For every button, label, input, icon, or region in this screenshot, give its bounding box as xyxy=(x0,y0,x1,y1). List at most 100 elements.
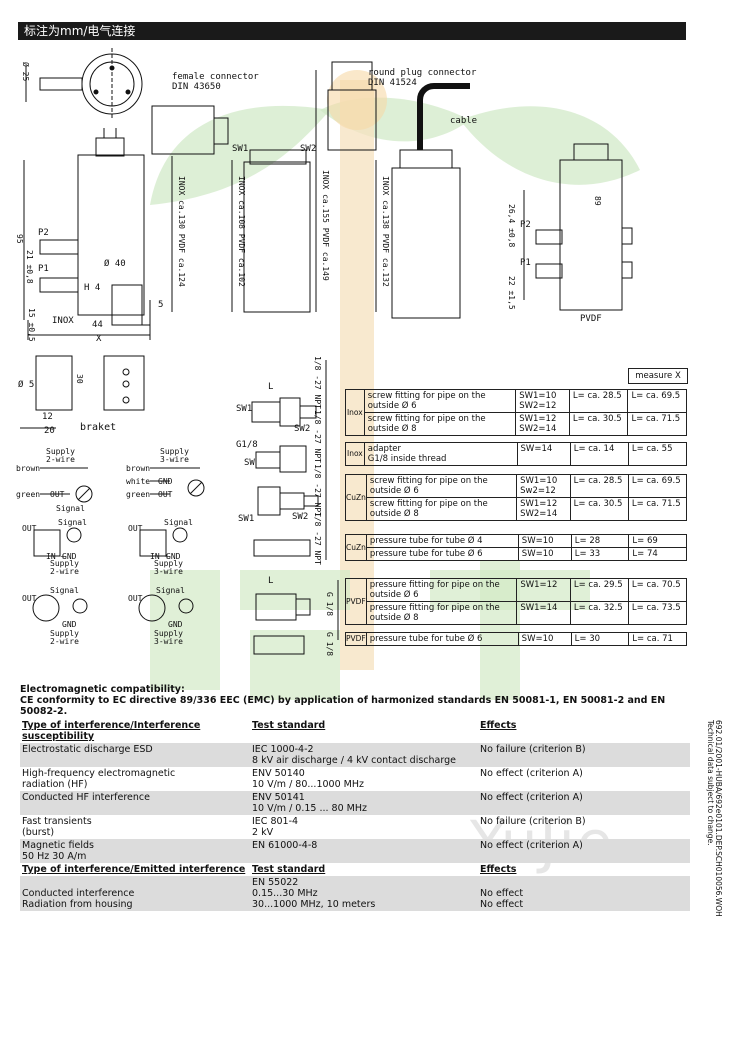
cable-label: cable xyxy=(450,116,478,126)
dim-264: 26,4 ±0,8 xyxy=(507,204,516,248)
pin-supply-3wire-b: Supply 3-wire xyxy=(154,629,183,646)
fitting-sw: SW1=12 SW2=14 xyxy=(516,497,571,521)
wire-signal: Signal xyxy=(56,504,85,513)
fitting-sw: SW1=14 xyxy=(516,601,571,625)
fitting-sw: SW1=12 SW2=14 xyxy=(515,412,570,436)
emc-effects: No failure (criterion B) xyxy=(480,816,586,827)
emc-effects: No effect (criterion A) xyxy=(478,839,690,863)
emc-type: Electrostatic discharge ESD xyxy=(20,743,250,767)
wire-out-3: OUT xyxy=(158,490,173,499)
din43650-label: DIN 43650 xyxy=(172,82,221,92)
fitting-sw: SW=14 xyxy=(516,442,571,466)
fitting-sw: SW=10 xyxy=(517,547,572,561)
wire-out: OUT xyxy=(50,490,65,499)
emc-type: Type of interference/Emitted interferenc… xyxy=(22,864,246,875)
fitting-l: L= ca. 30.5 xyxy=(569,497,629,521)
braket-label: braket xyxy=(80,422,117,433)
wire-green: green xyxy=(16,490,41,499)
fitting-material: PVDF xyxy=(345,578,367,625)
side-note: 692.01/2001-HUBA/692e0101.DEP.SCH010056.… xyxy=(706,720,728,917)
pvdf-label: PVDF xyxy=(580,314,602,324)
pin-supply-3wire: Supply 3-wire xyxy=(154,559,183,576)
page-header: 标注为mm/电气连接 xyxy=(18,22,686,40)
emc-effects: No effect (criterion A) xyxy=(480,768,583,779)
sw2-fit-label: SW2 xyxy=(294,424,311,434)
pin-supply-2wire: Supply 2-wire xyxy=(50,559,79,576)
sw1-fit-label-2: SW1 xyxy=(238,514,255,524)
emc-type: Type of interference/Interference suscep… xyxy=(22,720,201,742)
dim-12: 12 xyxy=(42,412,53,422)
dim-89: 89 xyxy=(593,196,602,206)
pin-signal-4: Signal xyxy=(156,586,185,595)
npt-label-4: 1/8 -27 NPT xyxy=(313,512,322,565)
dim-d40: Ø 40 xyxy=(104,259,126,269)
emc-standard: Test standard xyxy=(252,720,326,731)
npt-label-3: 1/8 -27 NPT xyxy=(313,464,322,517)
side-note-line1: 692.01/2001-HUBA/692e0101.DEP.SCH010056.… xyxy=(714,720,723,917)
npt-label-1: 1/8 -27 NPT xyxy=(313,356,322,409)
emc-effects: No effect (criterion A) xyxy=(478,791,690,815)
pin-out-1: OUT xyxy=(22,524,37,533)
fitting-desc: pressure tube for tube Ø 6 xyxy=(365,547,519,561)
dim-15: 15 ±0,5 xyxy=(27,308,36,342)
table-row: pressure fitting for pipe on the outside… xyxy=(346,601,688,625)
emc-type: High-frequency electromagnetic radiation… xyxy=(22,768,176,790)
fitting-x: L= ca. 71 xyxy=(628,632,687,646)
fitting-material: Inox xyxy=(345,389,365,436)
l-label-1: L xyxy=(268,382,274,392)
emc-table: Type of interference/Interference suscep… xyxy=(20,719,690,911)
emc-standard: ENV 50140 10 V/m / 80...1000 MHz xyxy=(252,768,364,790)
fitting-desc: pressure tube for tube Ø 6 xyxy=(365,632,519,646)
emc-type: Fast transients (burst) xyxy=(22,816,92,838)
wire-brown: brown xyxy=(16,464,41,473)
pin-supply-2wire-b: Supply 2-wire xyxy=(50,629,79,646)
female-connector-label: female connector xyxy=(172,72,259,82)
fitting-material: Inox xyxy=(345,442,365,466)
fitting-x: L= ca. 69.5 xyxy=(627,474,688,498)
wire-white: white xyxy=(126,477,151,486)
fitting-desc: screw fitting for pipe on the outside Ø … xyxy=(365,474,518,498)
p2-right-label: P2 xyxy=(520,220,531,230)
p1-label: P1 xyxy=(38,264,49,274)
emc-standard: Test standard xyxy=(252,864,326,875)
emc-title: Electromagnetic compatibility: xyxy=(20,684,185,695)
dim-inox130: INOX ca.130 PVDF ca.124 xyxy=(177,176,186,287)
fitting-desc: adapter G1/8 inside thread xyxy=(363,442,518,466)
table-row: screw fitting for pipe on the outside Ø … xyxy=(346,497,688,521)
pin-gnd-4: GND xyxy=(168,620,183,629)
dim-d5: Ø 5 xyxy=(18,380,35,390)
inox-label: INOX xyxy=(52,316,74,326)
sw2-fit-label-2: SW2 xyxy=(292,512,309,522)
fitting-l: L= ca. 30.5 xyxy=(568,412,629,436)
pin-gnd-3: GND xyxy=(62,620,77,629)
fitting-desc: pressure fitting for pipe on the outside… xyxy=(365,601,518,625)
fitting-x: L= ca. 71.5 xyxy=(627,412,687,436)
emc-type: Conducted interference Radiation from ho… xyxy=(20,876,250,911)
pin-gnd-2: GND xyxy=(166,552,181,561)
fitting-l: L= 30 xyxy=(570,632,630,646)
npt-label-2: 1/8 -27 NPT xyxy=(313,410,322,463)
fitting-l: L= ca. 28.5 xyxy=(569,474,629,498)
round-plug-label: round plug connector xyxy=(368,68,477,78)
emc-subtitle: CE conformity to EC directive 89/336 EEC… xyxy=(20,695,666,717)
dim-44: 44 xyxy=(92,320,103,330)
pin-in-1: IN + xyxy=(46,552,66,561)
sw-fit-label: SW xyxy=(244,458,255,468)
fitting-l: L= ca. 28.5 xyxy=(568,389,629,413)
fitting-l: L= ca. 32.5 xyxy=(569,601,629,625)
fitting-sw: SW1=12 xyxy=(516,578,571,602)
fitting-x: L= ca. 73.5 xyxy=(627,601,688,625)
emc-effects: No failure (criterion B) xyxy=(478,743,690,767)
pin-signal-2: Signal xyxy=(164,518,193,527)
